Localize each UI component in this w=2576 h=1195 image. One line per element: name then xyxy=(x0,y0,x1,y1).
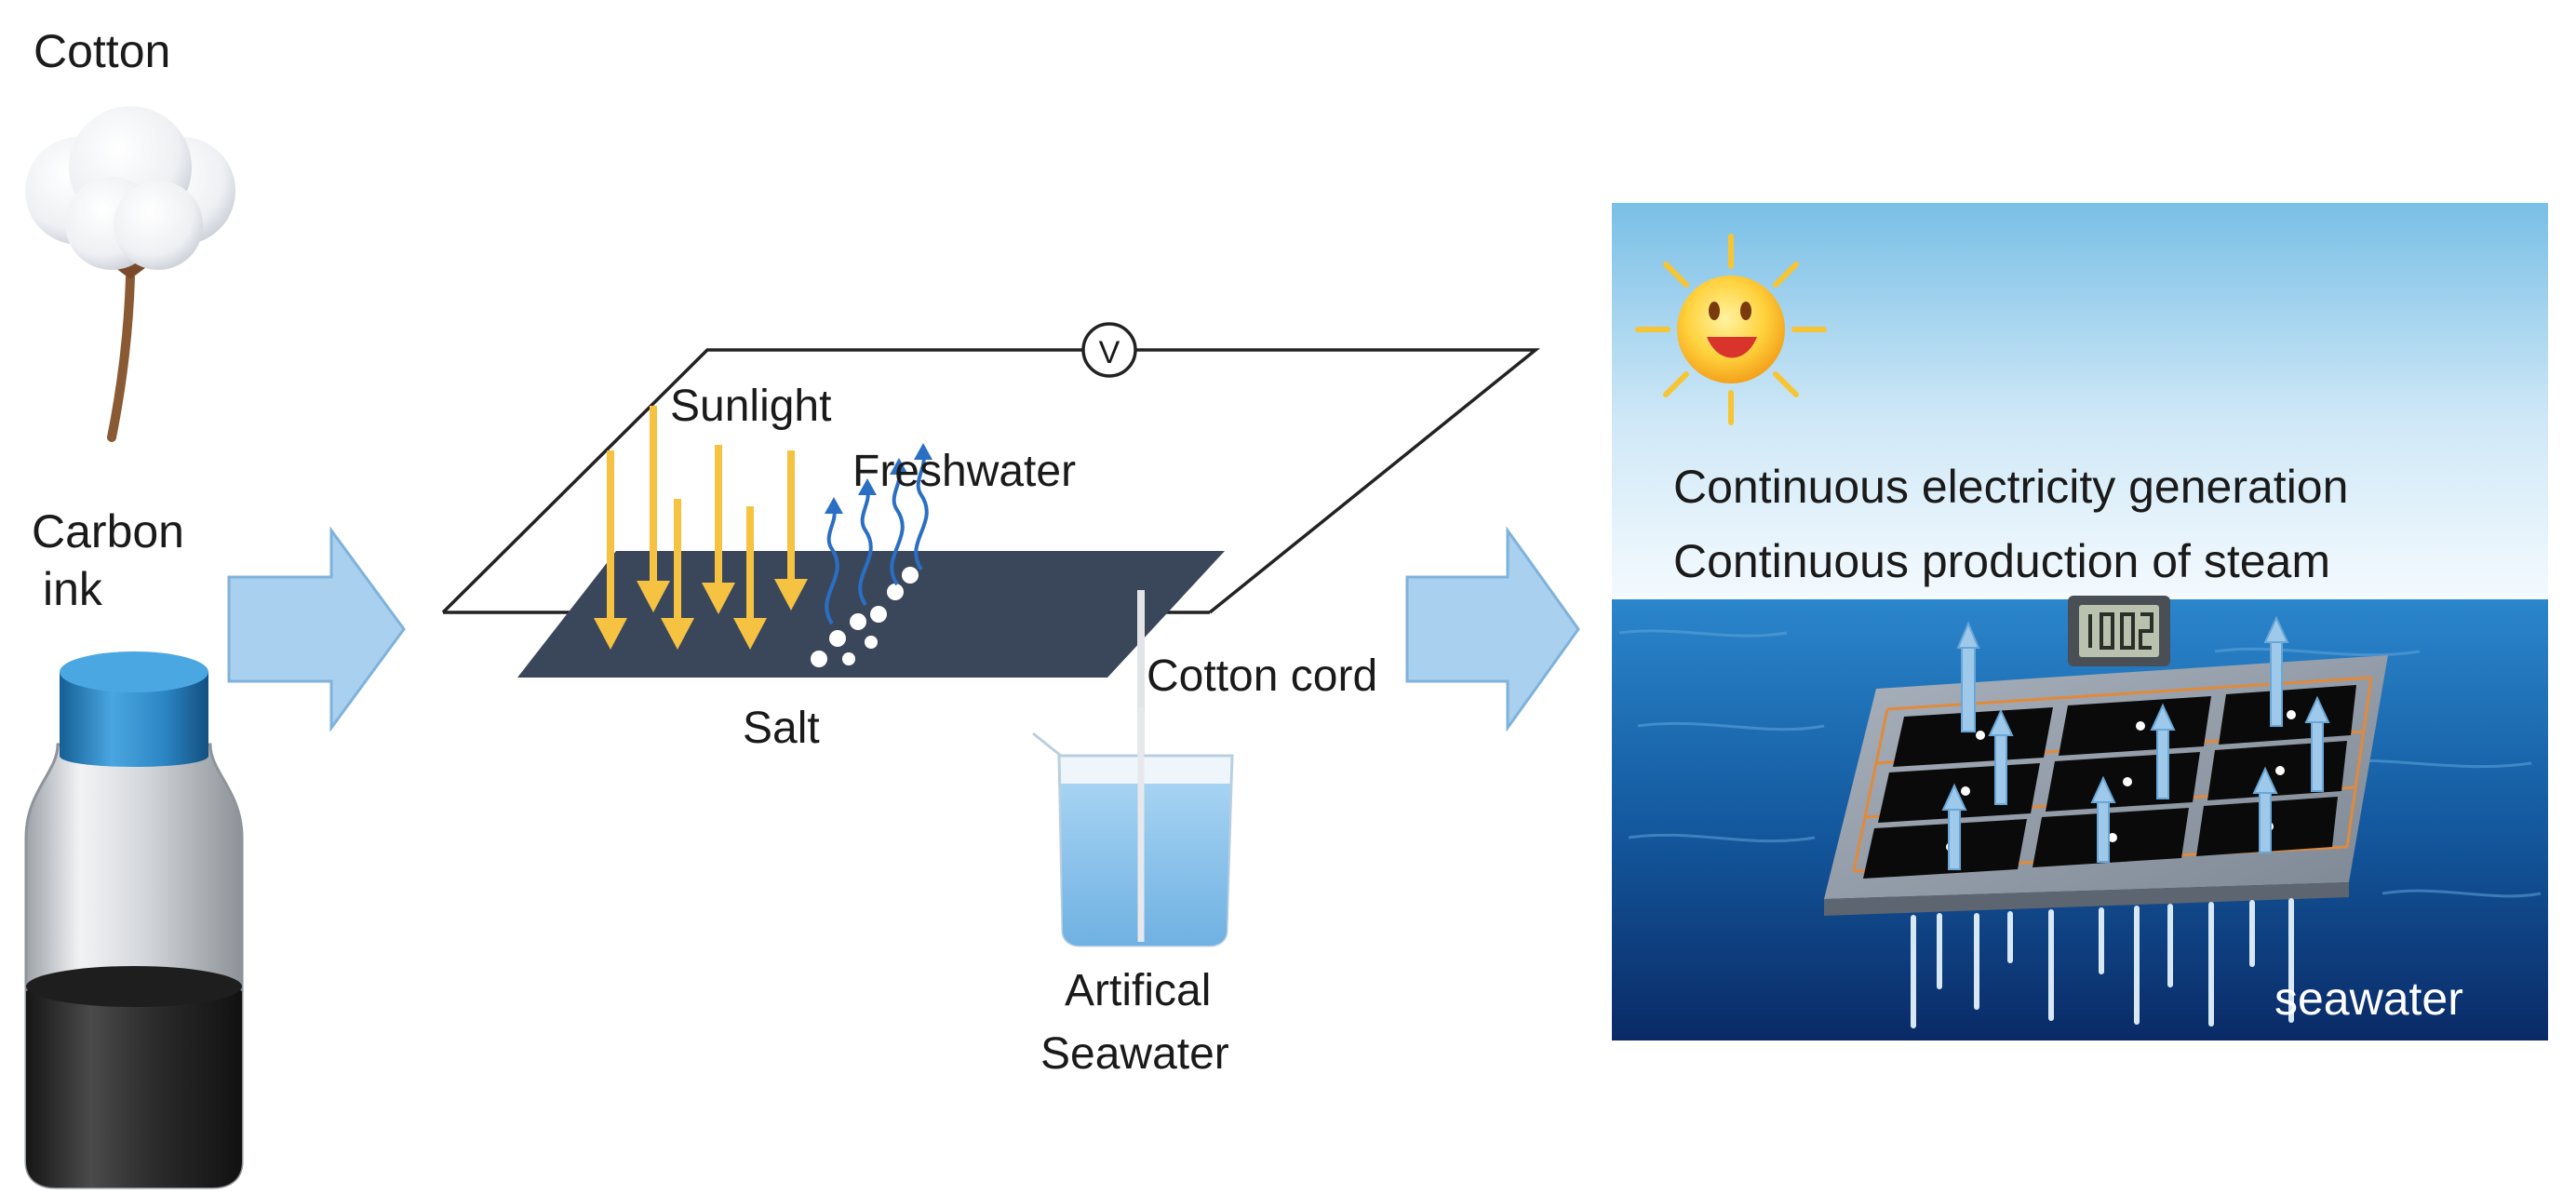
seawater-label: seawater xyxy=(2274,973,2463,1025)
flow-arrow-2 xyxy=(1405,526,1580,732)
carbon-ink-label-line2: ink xyxy=(43,563,103,615)
flow-arrow-1 xyxy=(227,526,406,732)
sunlight-arrows xyxy=(594,406,808,650)
floating-device xyxy=(1824,615,2388,1028)
voltmeter-circuit xyxy=(441,348,1540,614)
sunlight-label: Sunlight xyxy=(670,382,831,431)
cotton-boll-icon xyxy=(25,106,235,442)
sun-icon xyxy=(1635,234,1827,425)
carbon-ink-label-line1: Carbon xyxy=(32,505,184,557)
salt-label: Salt xyxy=(743,704,820,753)
digital-display-icon xyxy=(2068,596,2170,666)
continuous-electricity-label: Continuous electricity generation xyxy=(1673,461,2348,513)
beaker-icon xyxy=(1032,707,1234,947)
cotton-label: Cotton xyxy=(34,25,170,77)
voltmeter-label: V xyxy=(1099,335,1120,370)
continuous-steam-label: Continuous production of steam xyxy=(1673,535,2330,587)
vapor-arrowheads xyxy=(825,443,932,514)
vapor-arrows xyxy=(825,455,929,625)
ocean-scene xyxy=(1612,203,2548,1041)
salt-particles xyxy=(811,567,919,667)
freshwater-label: Freshwater xyxy=(852,447,1076,496)
artificial-seawater-label-line2: Seawater xyxy=(1040,1029,1229,1079)
ink-bottle-icon xyxy=(24,651,244,1189)
artificial-seawater-label-line1: Artifical xyxy=(1065,966,1211,1015)
cotton-cord-label: Cotton cord xyxy=(1147,651,1377,701)
voltmeter-icon: V xyxy=(1081,322,1137,378)
